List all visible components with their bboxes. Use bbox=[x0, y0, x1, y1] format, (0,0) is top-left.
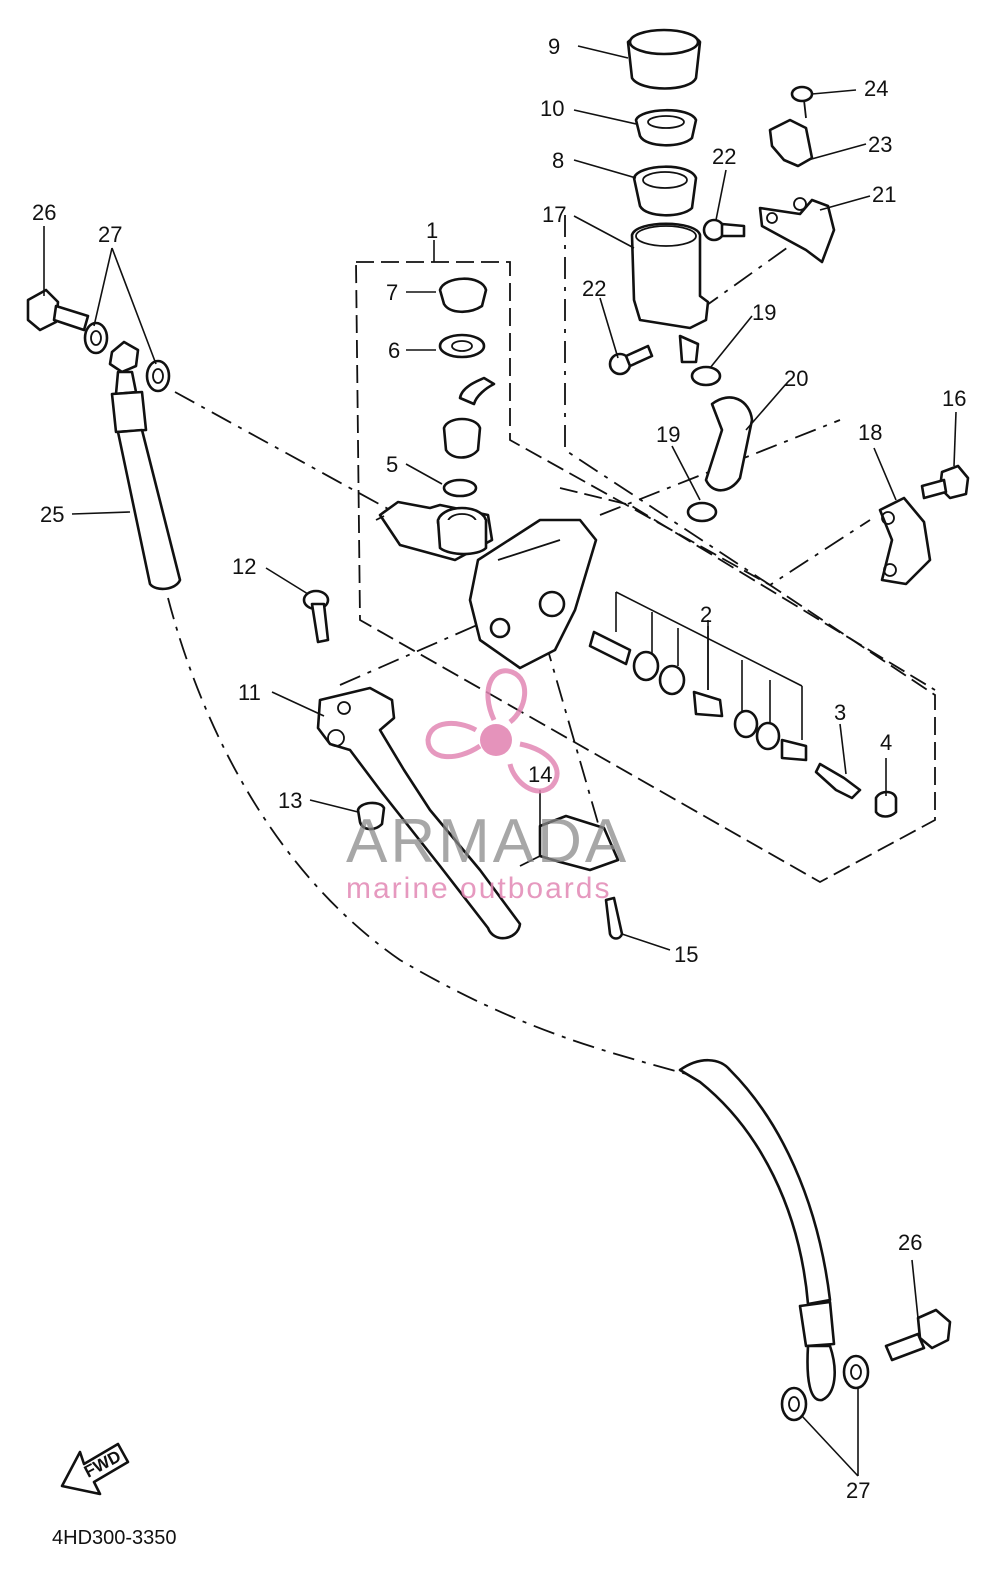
bolt-16 bbox=[920, 464, 970, 500]
banjo-bolt-26-top bbox=[26, 288, 90, 332]
hose-clip-19-upper bbox=[690, 365, 722, 387]
callout-26b: 26 bbox=[898, 1230, 922, 1255]
assembly-1-boundary bbox=[355, 261, 936, 884]
callout-9: 9 bbox=[548, 34, 560, 59]
callout-23: 23 bbox=[868, 132, 892, 157]
callout-13: 13 bbox=[278, 788, 302, 813]
reservoir-bracket-21 bbox=[758, 197, 836, 264]
hose-clip-19-lower bbox=[686, 501, 718, 523]
watermark: ARMADA marine outboards bbox=[346, 668, 629, 905]
callout-27b: 27 bbox=[846, 1478, 870, 1503]
callout-1: 1 bbox=[426, 218, 438, 243]
fitting-joint bbox=[442, 376, 496, 459]
callout-17: 17 bbox=[542, 202, 566, 227]
watermark-brand: ARMADA bbox=[346, 807, 629, 876]
piston-kit-2 bbox=[588, 591, 808, 762]
reservoir-tank-17 bbox=[630, 222, 710, 364]
callout-24: 24 bbox=[864, 76, 888, 101]
holder-18 bbox=[878, 496, 932, 586]
reservoir-hose-20 bbox=[704, 396, 754, 492]
bolt-12 bbox=[302, 589, 330, 644]
callout-25: 25 bbox=[40, 502, 64, 527]
diaphragm-10 bbox=[634, 108, 698, 147]
callout-16: 16 bbox=[942, 386, 966, 411]
screw-22-lower bbox=[608, 344, 654, 376]
screw-3 bbox=[814, 762, 862, 800]
cap-7 bbox=[438, 277, 488, 314]
callout-labels: 1 2 3 4 5 6 7 8 9 10 11 12 13 14 15 16 1… bbox=[32, 34, 966, 1503]
washer-27-bottom-right bbox=[842, 1354, 870, 1390]
switch-14 bbox=[519, 814, 620, 872]
callout-6: 6 bbox=[388, 338, 400, 363]
callout-19b: 19 bbox=[656, 422, 680, 447]
callout-8: 8 bbox=[552, 148, 564, 173]
brake-hose-25-upper bbox=[108, 340, 182, 591]
leader-lines bbox=[43, 45, 957, 1477]
stay-23 bbox=[768, 118, 814, 168]
washer-27-top-right bbox=[145, 359, 171, 393]
callout-22a: 22 bbox=[712, 144, 736, 169]
screw-22-upper bbox=[702, 218, 746, 242]
watermark-tagline: marine outboards bbox=[346, 872, 611, 905]
callout-12: 12 bbox=[232, 554, 256, 579]
callout-4: 4 bbox=[880, 730, 892, 755]
screw-24 bbox=[790, 85, 814, 119]
nut-13 bbox=[356, 801, 386, 831]
forward-direction-arrow: FWD bbox=[60, 1442, 130, 1496]
lever-11 bbox=[316, 686, 522, 940]
master-cylinder-body bbox=[375, 500, 598, 670]
callout-5: 5 bbox=[386, 452, 398, 477]
callout-26a: 26 bbox=[32, 200, 56, 225]
o-ring-5 bbox=[442, 478, 478, 498]
reference-lines bbox=[167, 215, 871, 1076]
callout-10: 10 bbox=[540, 96, 564, 121]
plate-8 bbox=[632, 165, 698, 217]
banjo-bolt-26-bottom bbox=[884, 1308, 952, 1362]
callout-3: 3 bbox=[834, 700, 846, 725]
reservoir-cap-9 bbox=[626, 28, 702, 90]
callout-20: 20 bbox=[784, 366, 808, 391]
callout-15: 15 bbox=[674, 942, 698, 967]
seal-6 bbox=[438, 333, 486, 359]
assembly-2-boundary bbox=[559, 487, 936, 691]
callout-11: 11 bbox=[238, 680, 261, 705]
callout-2: 2 bbox=[700, 602, 712, 627]
propeller-logo-icon bbox=[425, 668, 560, 794]
callout-22b: 22 bbox=[582, 276, 606, 301]
callout-7: 7 bbox=[386, 280, 398, 305]
cap-4 bbox=[874, 790, 898, 818]
callout-21: 21 bbox=[872, 182, 896, 207]
washer-27-top-left bbox=[83, 321, 109, 355]
callout-18: 18 bbox=[858, 420, 882, 445]
callout-19a: 19 bbox=[752, 300, 776, 325]
callout-14: 14 bbox=[528, 762, 552, 787]
part-code: 4HD300-3350 bbox=[52, 1527, 177, 1549]
washer-27-bottom-left bbox=[780, 1386, 808, 1422]
brake-hose-25-lower bbox=[678, 1058, 836, 1402]
callout-27a: 27 bbox=[98, 222, 122, 247]
